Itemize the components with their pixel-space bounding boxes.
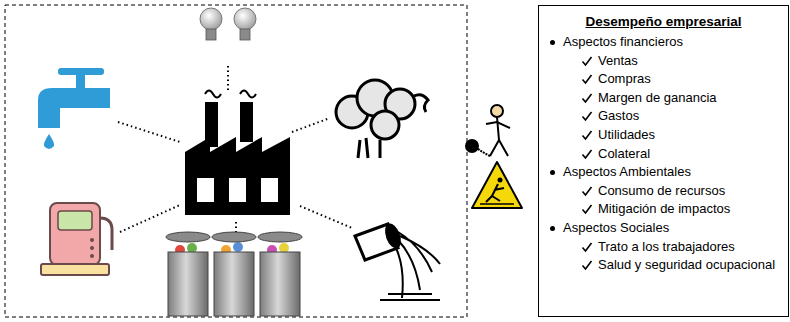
check-stroke xyxy=(583,75,592,83)
info-box: Desempeño empresarialAspectos financiero… xyxy=(538,5,789,317)
factory-icon xyxy=(185,91,290,216)
check-stroke xyxy=(583,261,592,269)
figure-legs xyxy=(490,140,508,156)
check-stroke xyxy=(583,187,592,195)
smoke-curl xyxy=(240,91,256,98)
trash-item xyxy=(233,242,243,252)
slip-figure xyxy=(486,184,504,202)
check-mark xyxy=(581,110,593,122)
bulb-glass xyxy=(234,8,256,30)
box-heading: Desempeño empresarial xyxy=(539,14,788,30)
faucet-handle xyxy=(58,68,104,75)
check-stroke xyxy=(583,112,592,120)
check-stroke xyxy=(583,150,592,158)
smoke-stem xyxy=(358,138,380,158)
fuel-pump-icon xyxy=(41,203,112,275)
discharge-pipe xyxy=(355,221,440,300)
check-mark xyxy=(581,129,593,141)
warning-sign xyxy=(472,162,522,208)
category-item: Aspectos Sociales xyxy=(563,220,669,236)
trash-lid xyxy=(212,232,256,242)
check-item: Mitigación de impactos xyxy=(598,201,730,217)
check-stroke xyxy=(583,243,592,251)
bulb-base xyxy=(240,29,250,40)
check-mark xyxy=(581,148,593,160)
chained-worker xyxy=(466,105,510,156)
trash-can xyxy=(214,252,254,316)
check-mark xyxy=(581,92,593,104)
category-item: Aspectos financieros xyxy=(563,34,683,50)
pollution-cloud xyxy=(336,80,428,158)
check-mark xyxy=(581,259,593,271)
water-drop xyxy=(44,134,54,149)
light-bulbs xyxy=(200,8,256,40)
check-mark xyxy=(581,185,593,197)
figure-body xyxy=(497,117,499,140)
trash-lid xyxy=(166,232,210,242)
check-item: Gastos xyxy=(598,108,639,124)
floor-line xyxy=(480,203,514,205)
slip-head xyxy=(498,178,503,183)
cloud-puff xyxy=(371,111,399,139)
check-mark xyxy=(581,55,593,67)
bullet-dot xyxy=(550,226,555,231)
factory-window xyxy=(229,178,246,202)
pump-dot xyxy=(90,238,94,242)
check-item: Trato a los trabajadores xyxy=(598,239,735,255)
category-item: Aspectos Ambientales xyxy=(563,164,691,180)
leader-line xyxy=(300,206,352,228)
splash xyxy=(380,294,440,300)
figure-arms xyxy=(486,122,510,128)
check-mark xyxy=(581,203,593,215)
trash-can xyxy=(168,252,208,316)
check-mark xyxy=(581,73,593,85)
check-stroke xyxy=(583,94,592,102)
faucet-spout xyxy=(38,88,110,128)
dashed-frame xyxy=(5,5,467,317)
pump-dot xyxy=(90,246,94,250)
faucet-stem xyxy=(76,74,85,90)
check-item: Margen de ganancia xyxy=(598,90,717,106)
smoke-scribble xyxy=(414,95,428,112)
check-item: Utilidades xyxy=(598,127,655,143)
check-item: Salud y seguridad ocupacional xyxy=(598,257,775,273)
pump-screen xyxy=(58,211,92,230)
check-item: Consumo de recursos xyxy=(598,183,725,199)
trash-cans xyxy=(166,232,302,316)
check-item: Ventas xyxy=(598,53,638,69)
smoke-curl xyxy=(205,91,221,98)
water-stream xyxy=(396,232,440,298)
check-stroke xyxy=(583,205,592,213)
leader-line xyxy=(120,205,180,232)
check-mark xyxy=(581,241,593,253)
bullet-dot xyxy=(550,170,555,175)
leader-line xyxy=(227,66,229,92)
pump-hose xyxy=(100,218,112,250)
check-item: Compras xyxy=(598,71,651,87)
factory-window xyxy=(197,178,214,202)
factory-body xyxy=(185,137,290,215)
check-item: Colateral xyxy=(598,146,650,162)
iron-ball xyxy=(466,140,478,152)
bulb-base xyxy=(206,29,216,40)
check-stroke xyxy=(583,131,592,139)
pump-dot xyxy=(90,254,94,258)
pump-body xyxy=(50,203,100,265)
leader-line xyxy=(292,118,330,132)
faucet-icon xyxy=(38,68,110,149)
trash-lid xyxy=(258,232,302,242)
leader-line xyxy=(118,122,180,142)
chimney xyxy=(240,102,253,142)
figure-head xyxy=(491,105,503,117)
trash-can xyxy=(260,252,300,316)
warning-triangle xyxy=(472,162,522,208)
bulb-glass xyxy=(200,8,222,30)
leader-lines xyxy=(118,66,352,238)
bullet-dot xyxy=(550,40,555,45)
factory-window xyxy=(261,178,278,202)
check-stroke xyxy=(583,57,592,65)
pump-base xyxy=(41,264,109,275)
